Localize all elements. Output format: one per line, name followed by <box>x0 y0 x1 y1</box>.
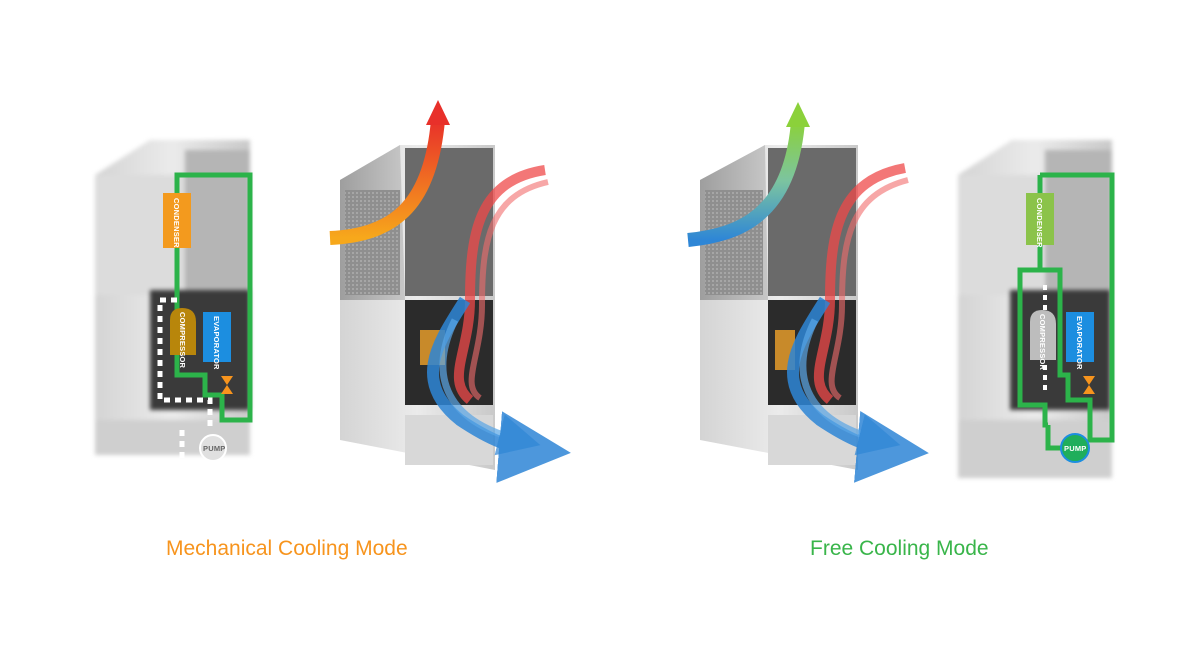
airflow-arrow-icon-green <box>786 102 810 127</box>
return-airflow-free <box>813 163 906 404</box>
inactive-loop <box>157 297 213 430</box>
compressor-block-free <box>1030 310 1056 360</box>
condenser-block <box>163 193 191 248</box>
compressor-block <box>170 308 196 355</box>
evaporator-label: EVAPORATOR <box>212 316 221 370</box>
pump-label: PUMP <box>203 444 225 453</box>
refrigerant-loop-free <box>1017 172 1115 443</box>
refrigerant-loop <box>174 172 253 423</box>
mechanical-schematic-unit: CONDENSER COMPRESSOR EVAPORATOR PUMP <box>95 140 253 462</box>
return-airflow <box>453 165 546 404</box>
pump-icon-free: PUMP <box>1060 433 1090 463</box>
evaporator-label-free: EVAPORATOR <box>1075 316 1084 370</box>
airflow-arrow-icon <box>426 100 450 125</box>
condenser-label: CONDENSER <box>172 198 181 248</box>
valve-icon <box>221 376 233 394</box>
mechanical-airflow-unit <box>329 100 571 484</box>
condenser-block-free <box>1026 193 1054 245</box>
evaporator-block-free <box>1066 312 1094 362</box>
unit-1-cabinet <box>95 140 250 455</box>
free-exhaust-airflow <box>687 121 805 247</box>
evaporator-block <box>203 312 231 362</box>
free-airflow-unit <box>687 102 929 483</box>
condenser-label-free: CONDENSER <box>1035 198 1044 248</box>
compressor-label: COMPRESSOR <box>178 312 187 369</box>
hot-exhaust-airflow <box>329 119 445 245</box>
pump-label-free: PUMP <box>1064 444 1086 453</box>
free-cooling-caption: Free Cooling Mode <box>810 537 989 560</box>
mechanical-cooling-caption: Mechanical Cooling Mode <box>166 537 408 560</box>
compressor-label-free: COMPRESSOR <box>1038 314 1047 371</box>
free-schematic-unit: CONDENSER COMPRESSOR EVAPORATOR PUMP <box>958 140 1115 478</box>
pump-icon: PUMP <box>199 434 227 462</box>
coil-mesh <box>345 190 400 295</box>
valve-icon-free <box>1083 376 1095 394</box>
